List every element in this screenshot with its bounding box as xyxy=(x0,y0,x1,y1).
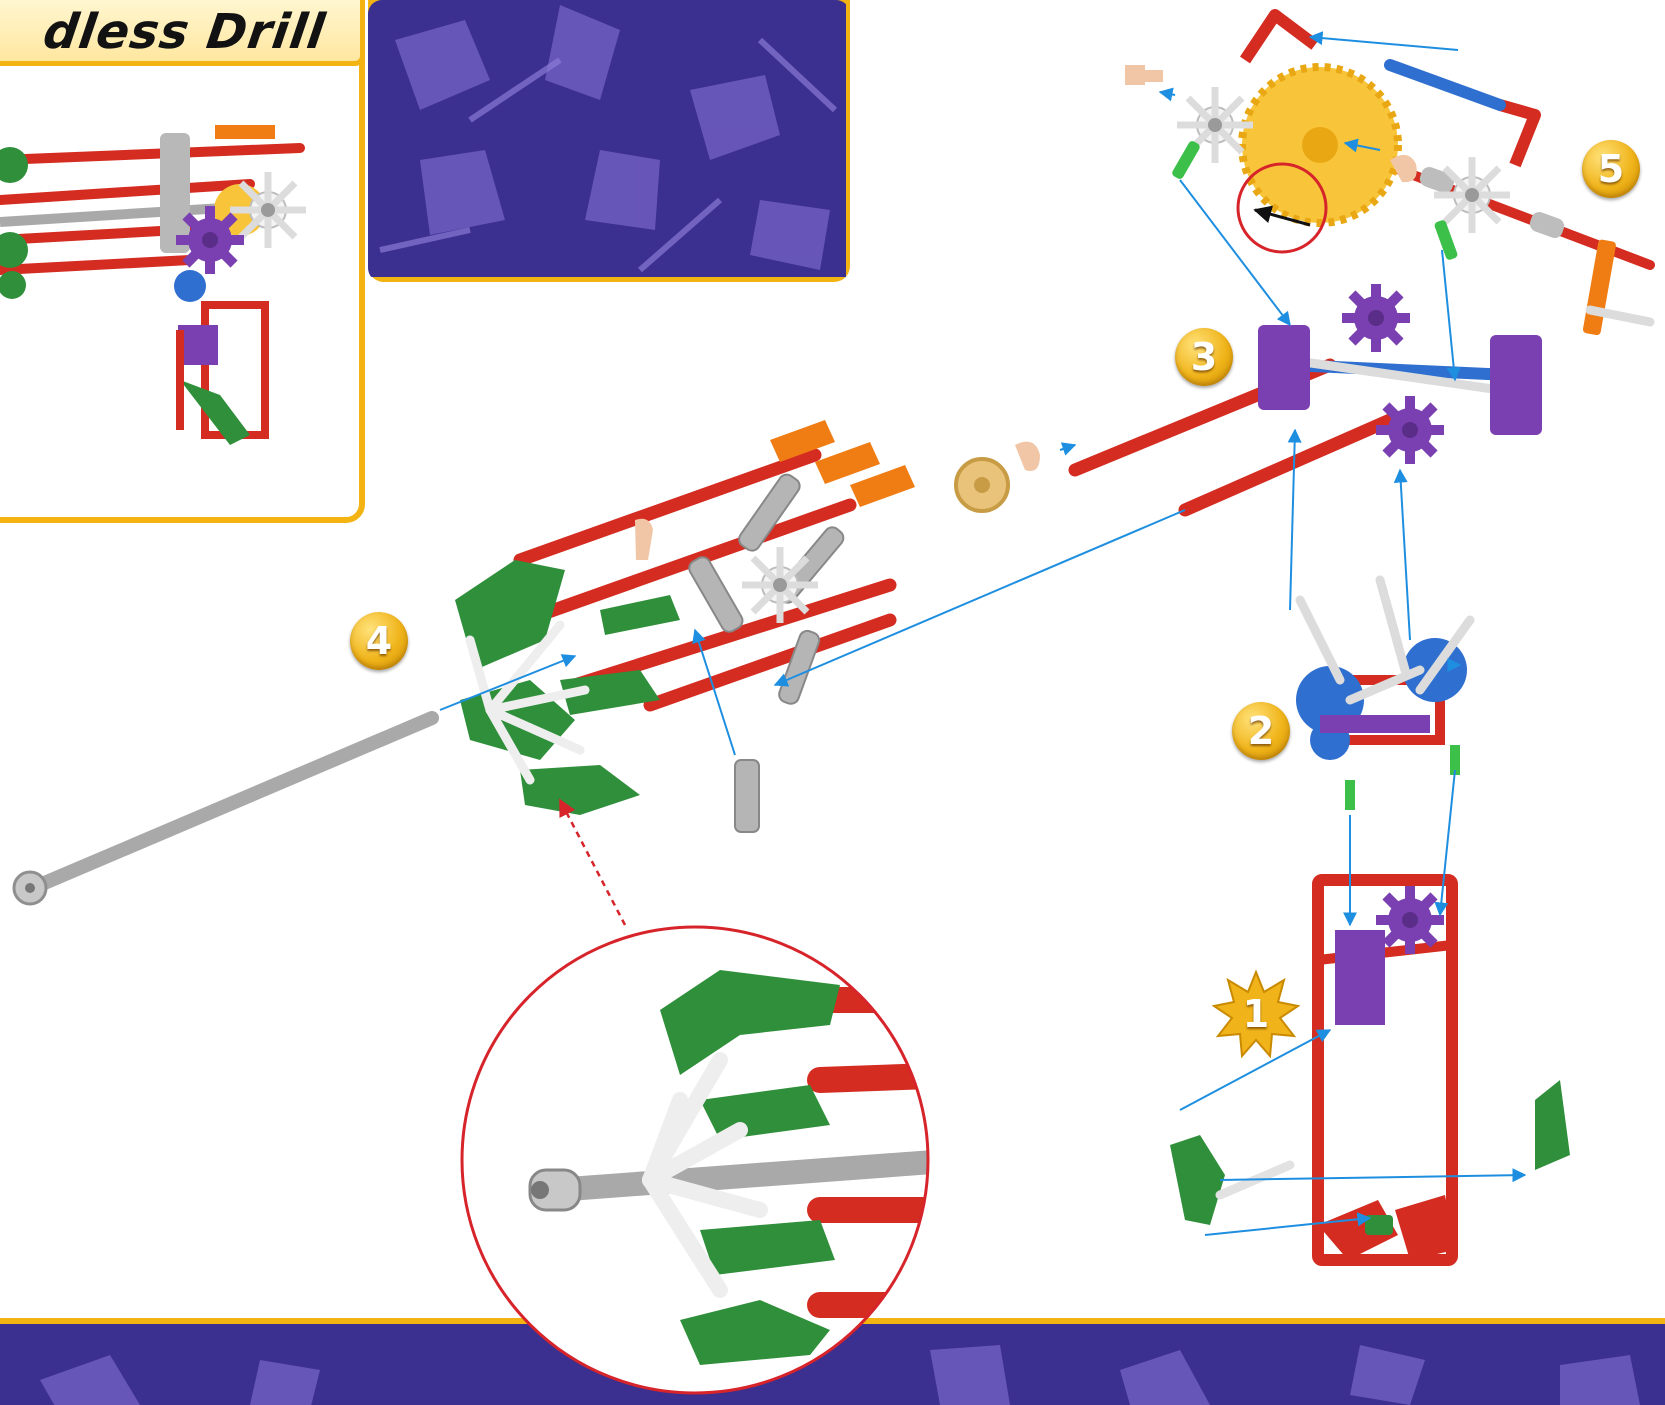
step-2-assembly xyxy=(1296,580,1470,810)
step-2-badge: 2 xyxy=(1232,702,1290,760)
step-3-badge: 3 xyxy=(1175,328,1233,386)
gear-icon xyxy=(1242,67,1398,223)
step-5-assembly xyxy=(1125,15,1650,336)
step-1-label: 1 xyxy=(1243,992,1269,1036)
step-2-label: 2 xyxy=(1248,709,1274,753)
step-1-assembly xyxy=(1170,880,1570,1260)
step-3-label: 3 xyxy=(1191,335,1217,379)
step-4-label: 4 xyxy=(366,619,392,663)
step-4-badge: 4 xyxy=(350,612,408,670)
completed-model-inset xyxy=(0,0,362,520)
zoom-detail xyxy=(462,800,960,1393)
step-3-assembly xyxy=(1258,284,1542,464)
title-banner: dless Drill xyxy=(0,0,365,66)
step-5-label: 5 xyxy=(1598,147,1624,191)
step-5-badge: 5 xyxy=(1582,140,1640,198)
page-title: dless Drill xyxy=(0,4,329,60)
step-1-badge: 1 xyxy=(1212,970,1300,1058)
top-pattern-panel xyxy=(368,0,850,282)
